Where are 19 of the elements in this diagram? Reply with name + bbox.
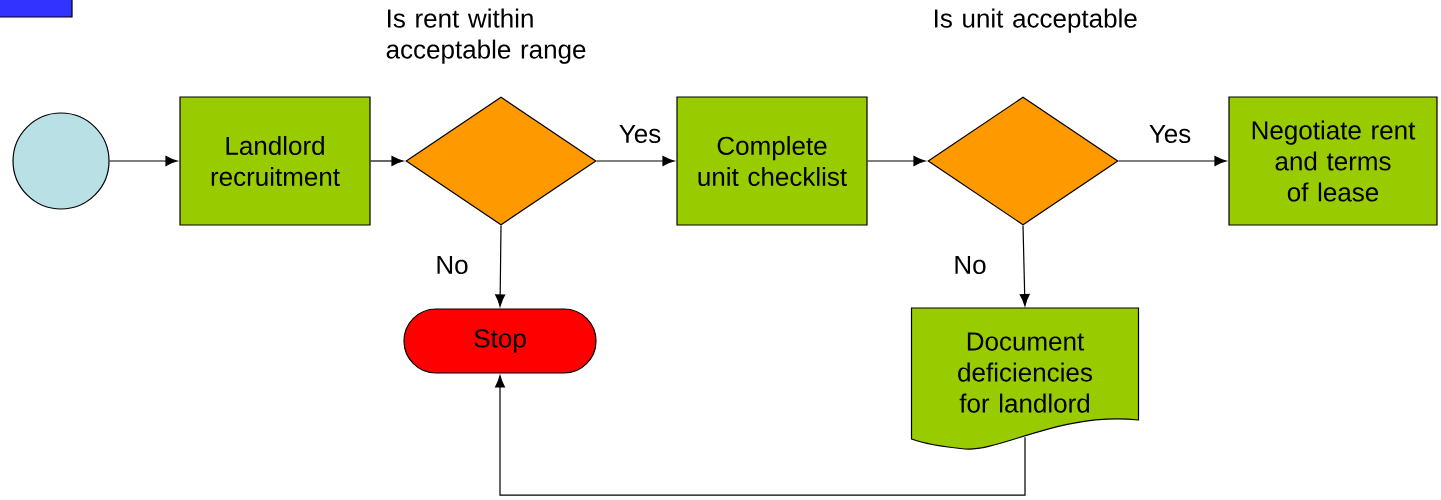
question-text: Is unit acceptable [935,8,1137,33]
arrow [370,155,404,167]
edge-label: No [952,254,988,276]
arrow [867,155,926,167]
arrow [109,155,178,167]
arrow [494,375,1026,496]
edge-label: Yes [617,123,663,145]
question-text: Is rent within acceptable range [386,8,586,64]
start-circle [12,112,110,210]
terminator: Stop [403,308,597,374]
arrow [495,225,506,307]
arrow [596,155,675,167]
edge-label: Yes [1147,123,1193,145]
process-box: Complete unit checklist [676,96,868,226]
process-box: Landlord recruitment [179,96,371,226]
arrow [1019,225,1030,307]
arrow [1118,155,1227,167]
process-box: Negotiate rent and terms of lease [1228,96,1438,226]
edge-label: No [434,254,470,276]
